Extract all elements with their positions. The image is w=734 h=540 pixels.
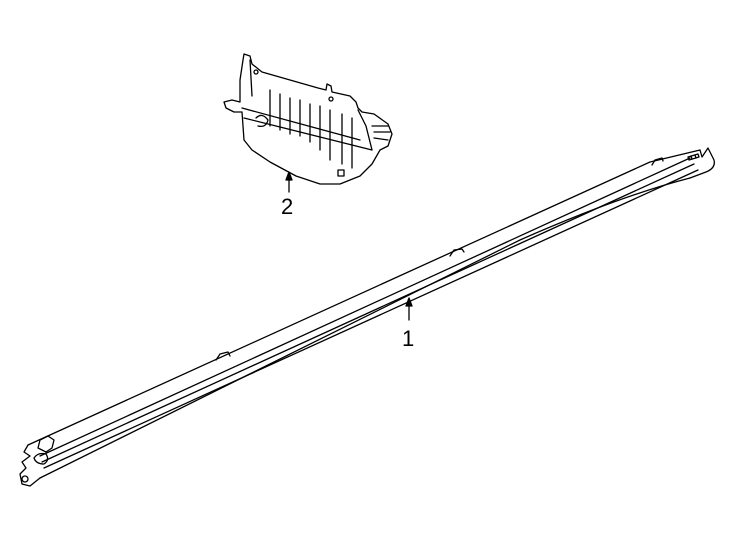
callout-label-1: 1 [402, 326, 415, 351]
callout-label-2: 2 [281, 194, 294, 219]
part-2-bracket[interactable] [223, 53, 393, 185]
part-1-molding[interactable] [19, 147, 715, 487]
callout-arrows [285, 171, 413, 321]
